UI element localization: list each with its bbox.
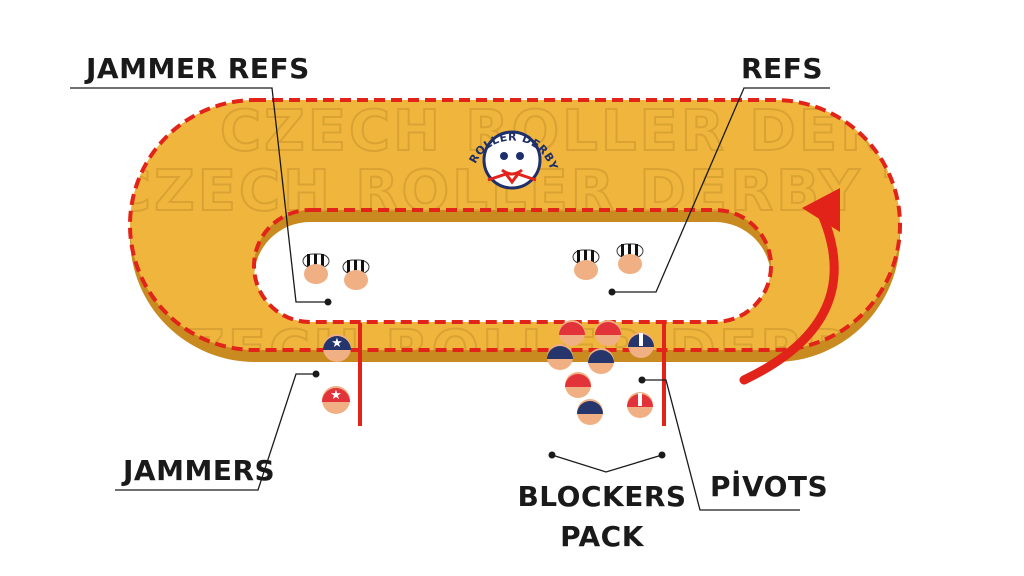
blockers-pack	[547, 320, 621, 425]
labels: JAMMER REFS REFS JAMMERS PİVOTS BLOCKERS…	[84, 52, 828, 553]
blocker-blue	[588, 348, 614, 374]
ref-2	[616, 243, 644, 274]
jammer-refs-label: JAMMER REFS	[84, 52, 310, 85]
pivots	[627, 332, 654, 418]
pivot-red	[627, 392, 653, 418]
pivot-stripe-icon	[639, 333, 643, 346]
jammer-refs-leader	[70, 87, 328, 303]
jammer-blue: ★	[323, 334, 351, 362]
blocker-blue	[547, 344, 573, 370]
watermark-line-2: CZECH ROLLER DERBY TEAM	[110, 159, 1024, 224]
jammer-red: ★	[322, 386, 350, 414]
refs-leader	[612, 87, 830, 293]
blockers-label: BLOCKERS	[517, 480, 686, 513]
jammers: ★ ★	[322, 334, 351, 414]
pivot-blue	[628, 332, 654, 358]
pivots-leader	[642, 379, 800, 511]
blocker-red	[559, 320, 585, 346]
referees	[302, 243, 644, 290]
jammers-label: JAMMERS	[121, 454, 275, 487]
inner-boundary	[252, 208, 773, 324]
blocker-red	[565, 372, 591, 398]
watermark-line-1: CZECH ROLLER DERBY TEAM	[220, 99, 1024, 164]
refs-label: REFS	[741, 52, 823, 85]
jammers-leader	[115, 373, 316, 491]
counterclockwise-arrow-icon	[739, 188, 840, 385]
logo-lion-icon	[482, 130, 542, 190]
track: CZECH ROLLER DERBY TEAM CZECH ROLLER DER…	[110, 98, 1024, 426]
blocker-blue	[577, 399, 603, 425]
pivots-label: PİVOTS	[710, 469, 828, 503]
watermark-line-3: CZECH ROLLER DERBY TEAM	[140, 319, 1024, 384]
jammer-ref-2	[342, 259, 370, 290]
jammer-ref-1	[302, 253, 330, 284]
pivot-stripe-icon	[638, 393, 642, 406]
blockers-leader	[551, 454, 663, 473]
leader-lines	[70, 87, 830, 511]
track-surface	[130, 100, 900, 350]
star-icon: ★	[331, 336, 343, 351]
star-icon: ★	[330, 388, 342, 403]
blocker-red	[595, 320, 621, 346]
pack-label: PACK	[560, 520, 645, 553]
ref-1	[572, 249, 600, 280]
